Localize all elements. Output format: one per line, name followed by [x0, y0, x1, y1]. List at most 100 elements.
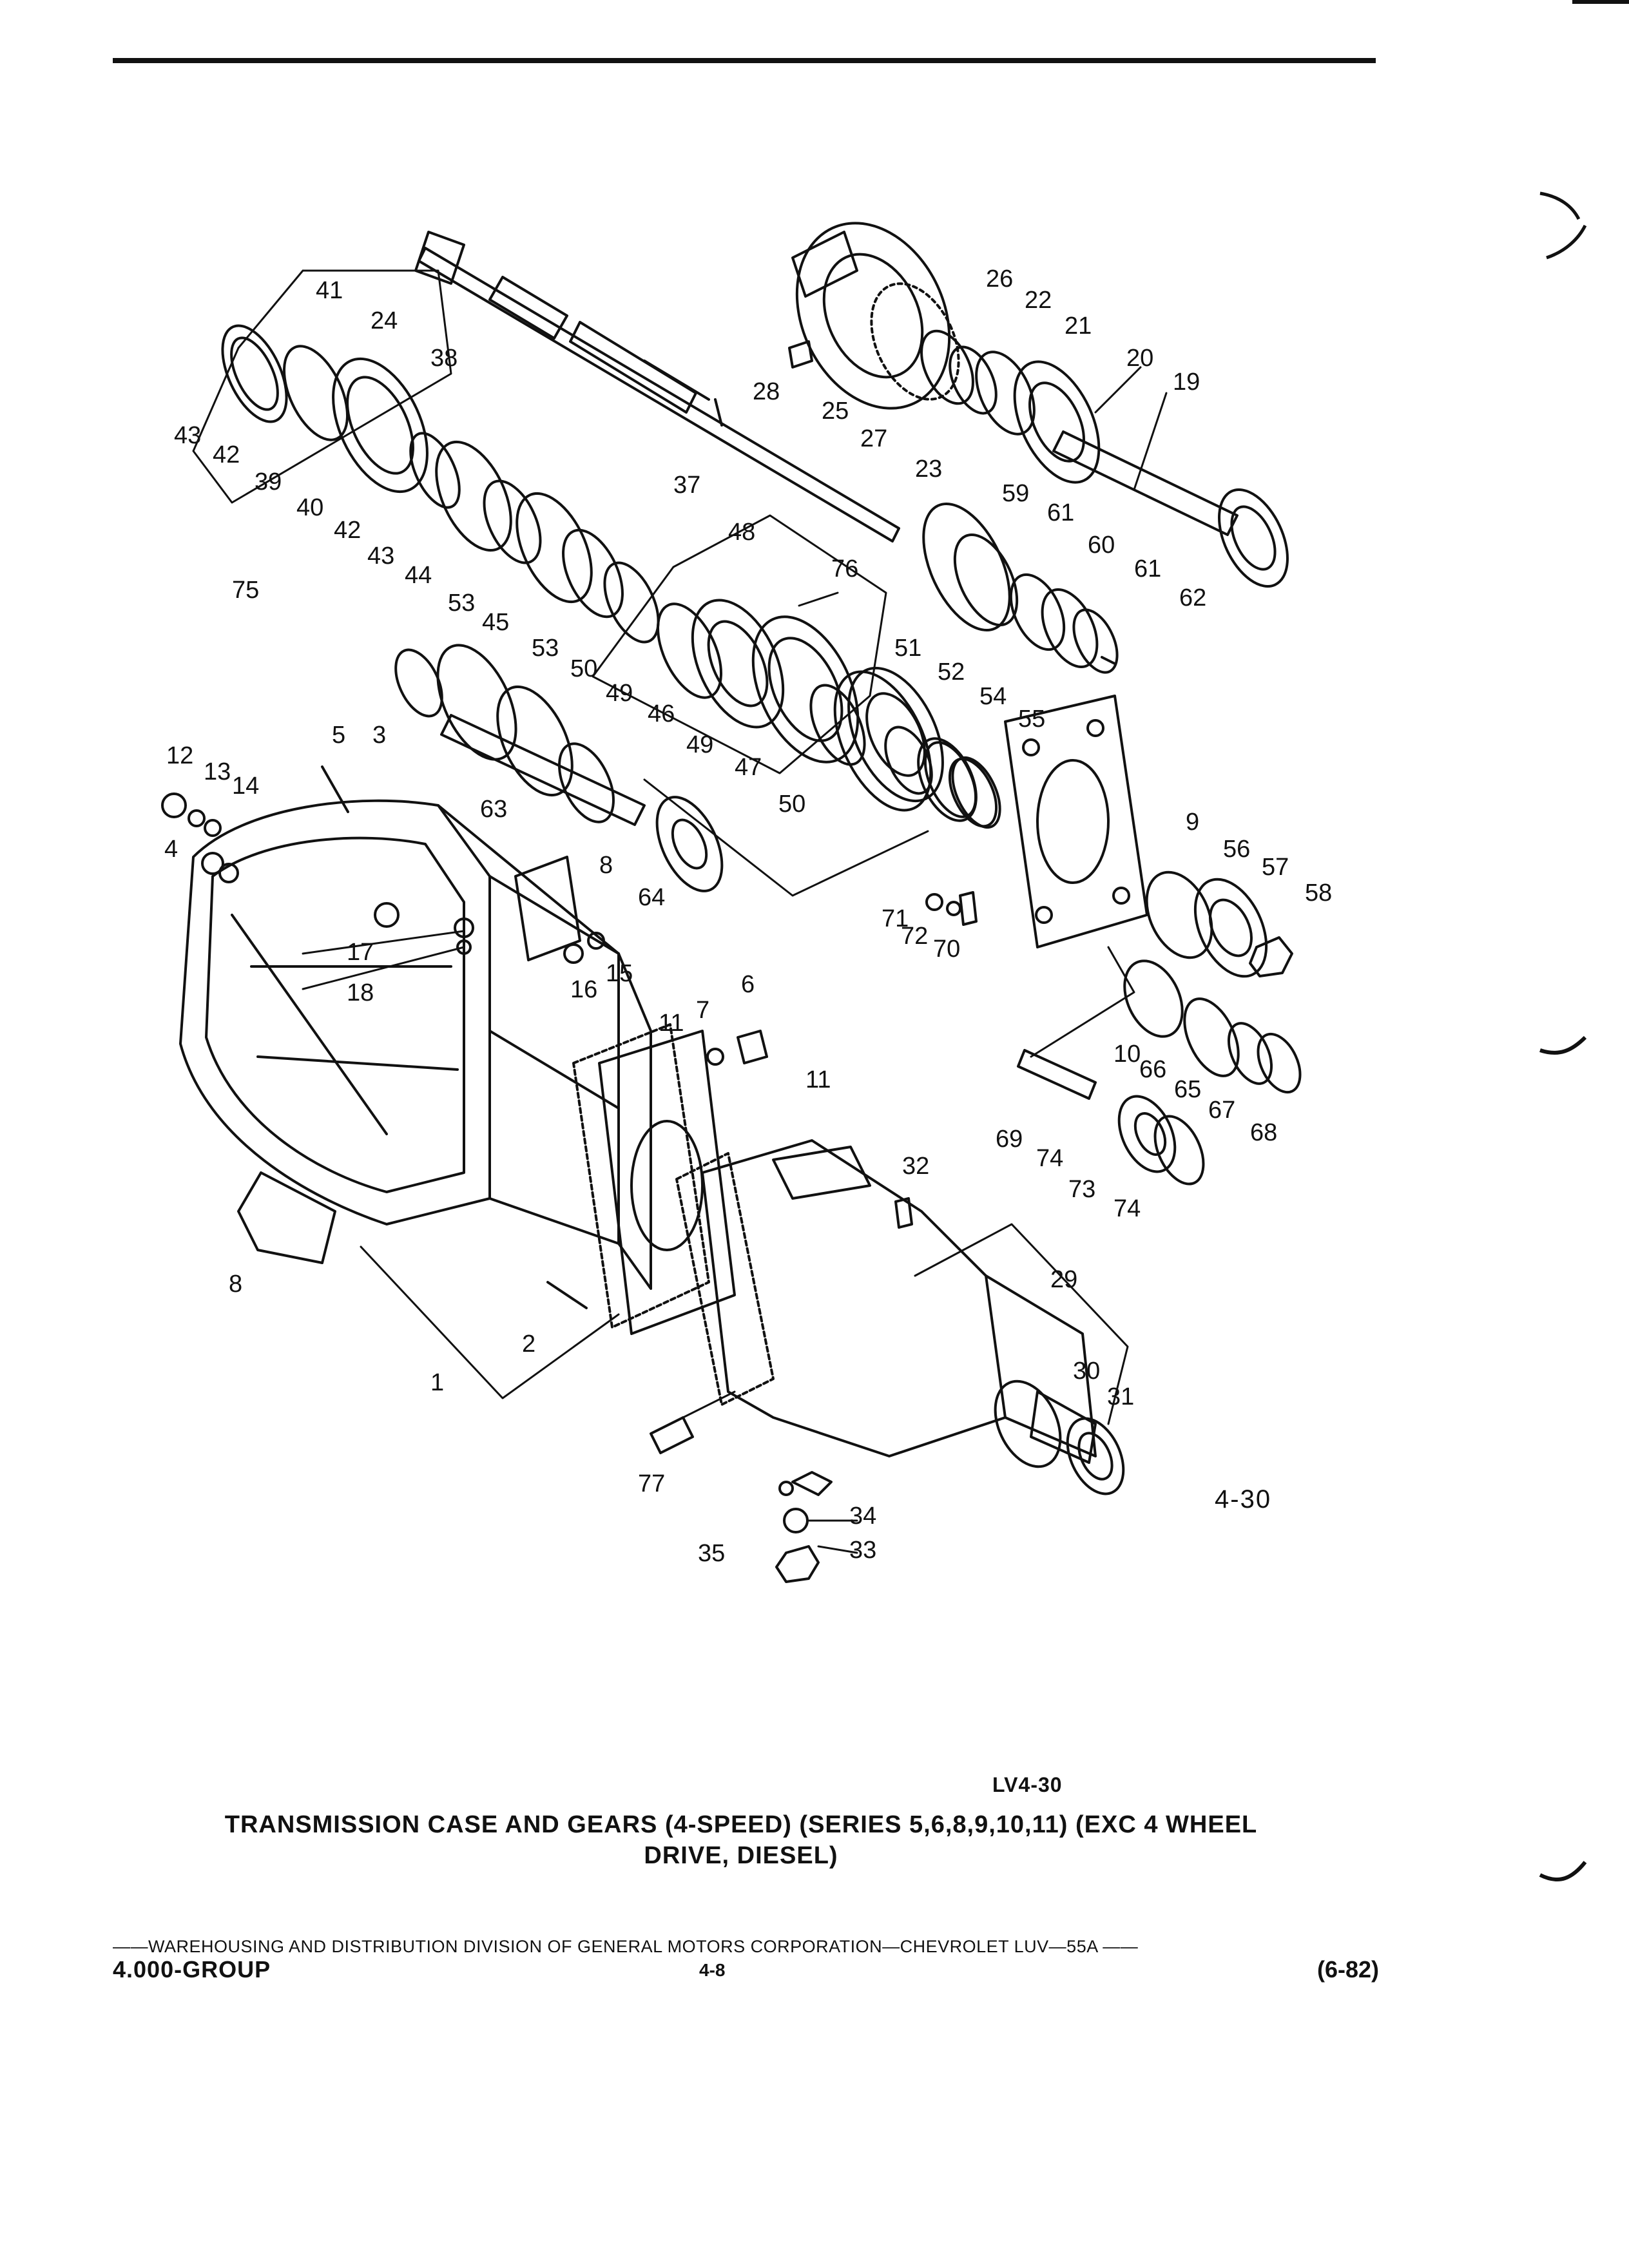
callout-32: 32 [902, 1153, 929, 1180]
callout-15: 15 [606, 960, 633, 987]
callout-30: 30 [1073, 1358, 1100, 1385]
callout-40: 40 [296, 494, 323, 521]
callout-74-left: 74 [1036, 1145, 1063, 1172]
callout-67: 67 [1208, 1097, 1235, 1124]
callout-70: 70 [933, 936, 960, 963]
rear-bearing-drawing [1145, 870, 1293, 978]
callout-20: 20 [1126, 345, 1153, 372]
callout-59: 59 [1002, 480, 1029, 507]
callout-55: 55 [1018, 706, 1045, 733]
callout-19: 19 [1173, 369, 1200, 396]
callout-8-top: 8 [599, 852, 613, 879]
callout-76: 76 [831, 555, 858, 582]
publisher-line: ——WAREHOUSING AND DISTRIBUTION DIVISION … [113, 1937, 1139, 1956]
callout-69: 69 [996, 1126, 1023, 1153]
callout-49-right: 49 [686, 731, 713, 758]
callout-13: 13 [204, 758, 231, 785]
callout-11-right: 11 [805, 1066, 831, 1093]
callout-57: 57 [1262, 854, 1289, 881]
callout-14: 14 [232, 773, 259, 800]
extension-housing-drawing [675, 1139, 1125, 1495]
top-rule [113, 58, 1376, 63]
caption-line-1: TRANSMISSION CASE AND GEARS (4-SPEED) (S… [224, 1811, 1258, 1838]
callout-56: 56 [1223, 836, 1250, 863]
callout-16: 16 [570, 976, 597, 1003]
callout-17: 17 [347, 939, 374, 966]
callout-63: 63 [480, 796, 507, 823]
callout-11-left: 11 [659, 1010, 684, 1037]
callout-29: 29 [1050, 1266, 1077, 1293]
callout-45: 45 [482, 609, 509, 636]
callout-50-right: 50 [778, 791, 805, 818]
bearing-retainer-drawing [791, 222, 960, 410]
callout-4: 4 [164, 836, 178, 863]
reference-code: LV4-30 [992, 1773, 1063, 1796]
figure-caption: TRANSMISSION CASE AND GEARS (4-SPEED) (S… [97, 1809, 1385, 1871]
counter-gear-drawing [922, 503, 1119, 674]
intermediate-plate-drawing [1004, 695, 1148, 948]
footer-group: 4.000-GROUP [113, 1956, 271, 1983]
callout-53-right: 53 [532, 635, 559, 662]
callout-2: 2 [522, 1331, 535, 1358]
callout-37: 37 [673, 472, 700, 499]
corner-scan-mark [1572, 0, 1629, 4]
callout-35: 35 [698, 1540, 725, 1567]
callout-49-left: 49 [606, 680, 633, 707]
countershaft-drawing [394, 644, 724, 892]
callout-43-left: 43 [174, 422, 201, 449]
callout-28: 28 [753, 378, 780, 405]
output-gear-drawing [833, 670, 998, 828]
callout-60: 60 [1088, 532, 1115, 559]
callout-61-right: 61 [1134, 555, 1161, 582]
callout-34: 34 [849, 1503, 876, 1530]
callout-64: 64 [638, 884, 665, 911]
callout-53-left: 53 [448, 590, 475, 617]
callout-10: 10 [1113, 1041, 1141, 1068]
callout-50-left: 50 [570, 655, 597, 682]
callout-18: 18 [347, 979, 374, 1006]
callout-labels: 1 2 3 4 5 6 7 8 8 9 10 11 11 12 13 14 15… [164, 265, 1332, 1567]
callout-42-left: 42 [213, 441, 240, 468]
callout-66: 66 [1139, 1056, 1166, 1083]
callout-7: 7 [696, 997, 709, 1024]
callout-3: 3 [372, 722, 386, 749]
hardware-drawing [161, 340, 978, 1583]
callout-73: 73 [1068, 1176, 1095, 1203]
callout-43-right: 43 [367, 543, 394, 570]
callout-22: 22 [1025, 287, 1052, 314]
callout-24: 24 [371, 307, 398, 334]
callout-25: 25 [822, 398, 849, 425]
callout-6: 6 [741, 971, 755, 998]
callout-33: 33 [849, 1537, 876, 1564]
callout-8-bottom: 8 [229, 1271, 242, 1298]
callout-26: 26 [986, 265, 1013, 293]
callout-62: 62 [1179, 584, 1206, 611]
callout-42-right: 42 [334, 517, 361, 544]
callout-74-right: 74 [1113, 1195, 1141, 1222]
callout-65: 65 [1174, 1076, 1201, 1103]
callout-51: 51 [894, 635, 921, 662]
input-shaft-drawing [920, 329, 1289, 588]
exploded-parts-diagram: 1 2 3 4 5 6 7 8 8 9 10 11 11 12 13 14 15… [161, 222, 1332, 1583]
callout-71: 71 [882, 905, 909, 932]
callout-44: 44 [405, 562, 432, 589]
callout-9: 9 [1186, 809, 1199, 836]
adapter-plate-drawing [572, 1023, 736, 1335]
callout-54: 54 [979, 683, 1007, 710]
callout-68: 68 [1250, 1119, 1277, 1146]
binding-mark-3 [1539, 1861, 1587, 1882]
callout-58: 58 [1305, 879, 1332, 907]
binding-mark-1 [1539, 191, 1587, 260]
callout-12: 12 [166, 742, 193, 769]
callout-75: 75 [232, 577, 259, 604]
mainshaft-drawing [414, 231, 900, 543]
footer-page-number: 4-8 [699, 1960, 726, 1980]
gear-group-75-drawing [221, 324, 660, 644]
callout-39: 39 [255, 468, 282, 495]
callout-1: 1 [430, 1369, 444, 1396]
footer-date: (6-82) [1316, 1956, 1379, 1983]
binding-mark-2 [1539, 1035, 1587, 1055]
callout-47: 47 [735, 754, 762, 781]
callout-77: 77 [638, 1470, 665, 1497]
exploded-view-svg: 1 2 3 4 5 6 7 8 8 9 10 11 11 12 13 14 15… [161, 222, 1332, 1583]
